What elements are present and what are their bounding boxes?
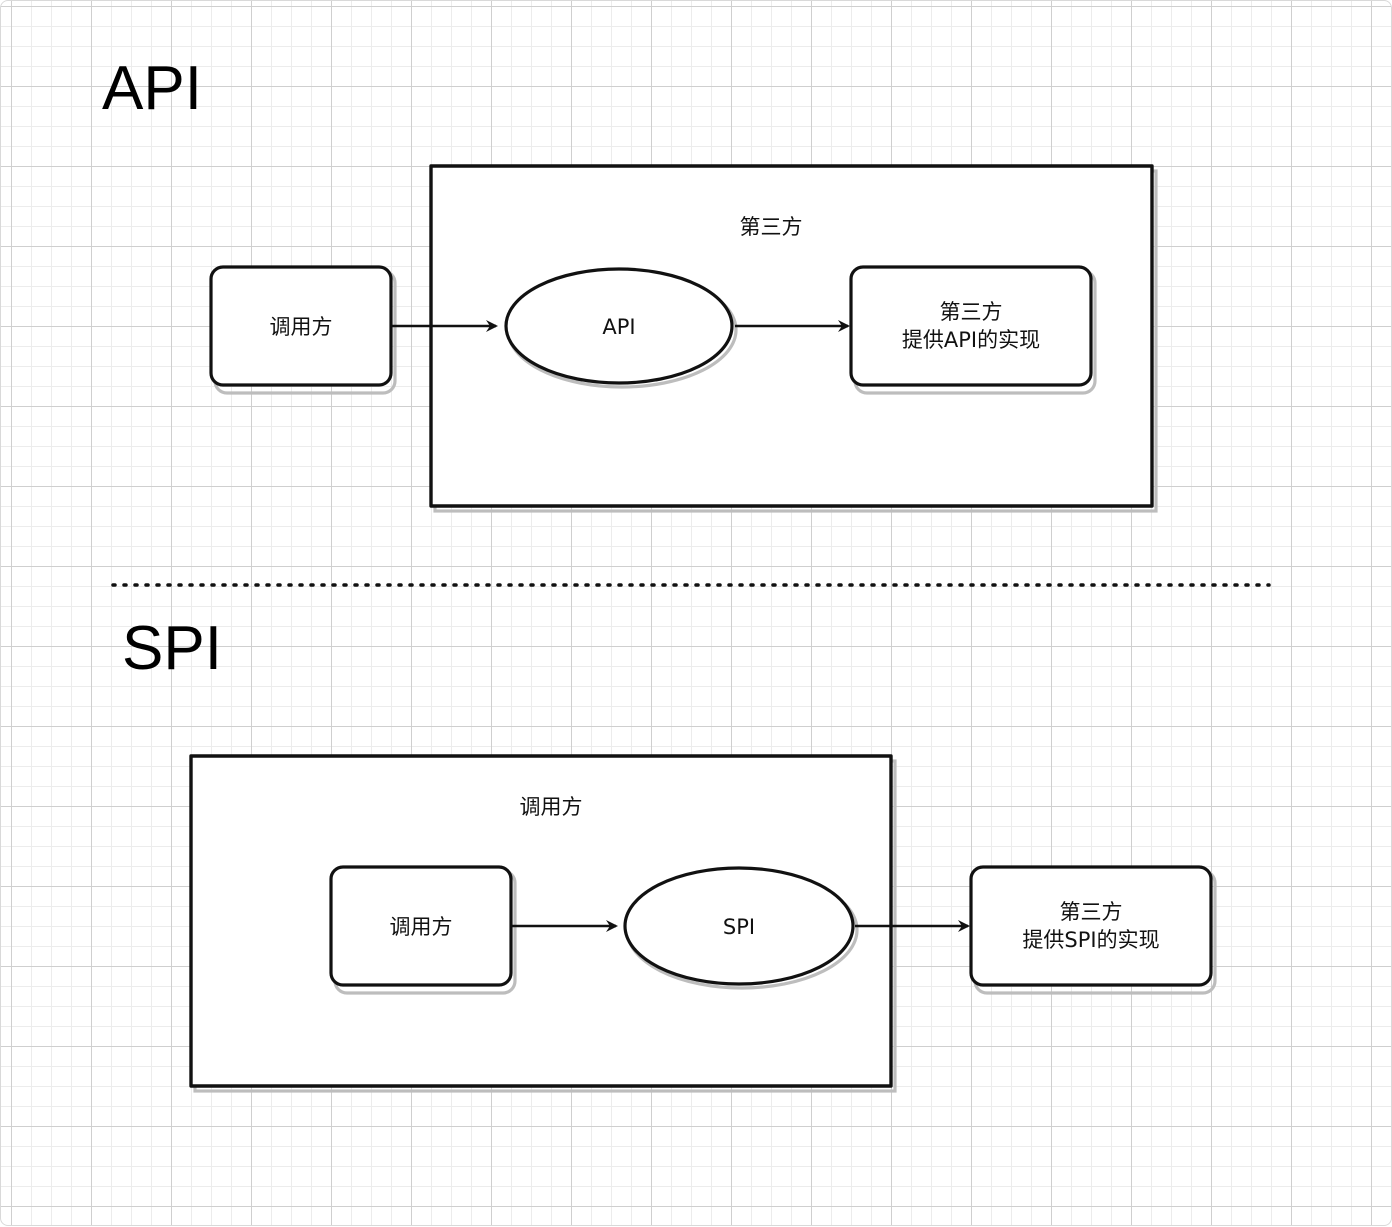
spi-impl-box[interactable] — [969, 865, 1213, 987]
spi-interface-label: SPI — [722, 915, 756, 939]
api-impl-label-line2: 提供API的实现 — [901, 328, 1041, 352]
api-impl-label-line1: 第三方 — [939, 300, 1003, 324]
api-section-title: API — [102, 54, 202, 123]
spi-impl-label-line2: 提供SPI的实现 — [1022, 928, 1160, 952]
api-container-label: 第三方 — [739, 215, 803, 239]
spi-container-label: 调用方 — [519, 795, 583, 819]
api-caller-label: 调用方 — [269, 315, 333, 339]
spi-interface-ellipse[interactable] — [623, 866, 855, 986]
spi-section-title: SPI — [122, 614, 222, 683]
api-caller-box[interactable] — [209, 265, 393, 387]
api-impl-label: 第三方 提供API的实现 — [902, 298, 1040, 354]
api-interface-label: API — [602, 315, 636, 339]
spi-caller-box[interactable] — [329, 865, 513, 987]
api-interface-ellipse[interactable] — [504, 267, 734, 385]
api-section-shapes — [209, 164, 1158, 513]
spi-impl-label: 第三方 提供SPI的实现 — [1022, 898, 1159, 954]
spi-caller-label: 调用方 — [389, 915, 453, 939]
api-impl-box[interactable] — [849, 265, 1093, 387]
spi-impl-label-line1: 第三方 — [1059, 900, 1123, 924]
spi-section-shapes — [189, 754, 1217, 1093]
